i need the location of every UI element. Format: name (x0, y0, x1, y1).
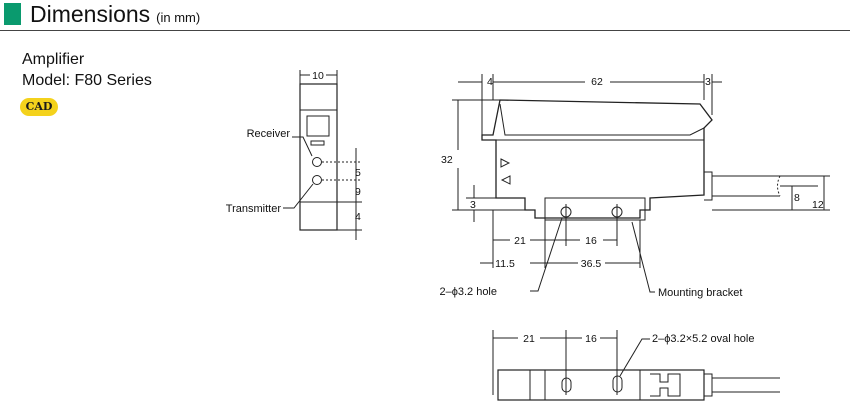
oval-hole-1 (561, 377, 572, 393)
section-accent-bar (4, 3, 21, 25)
oval-hole-leader (619, 338, 650, 377)
cad-download-badge[interactable]: CAD (20, 98, 58, 116)
oval-hole-label: 2–ϕ3.2×5.2 oval hole (652, 333, 755, 345)
bottom-view-dimensions: 21 16 (492, 330, 618, 395)
bottom-view: 21 16 2–ϕ3.2×5.2 oval hole (492, 330, 780, 401)
transmitter-label: Transmitter (226, 203, 282, 215)
cable-dimensions: 8 12 (712, 175, 830, 211)
product-model: Model: F80 Series (22, 72, 152, 89)
side-dim-11-5: 11.5 (495, 258, 515, 270)
side-view: 4 62 3 32 3 8 12 (439, 74, 830, 299)
front-view-body (299, 83, 338, 231)
front-dim-4: 4 (355, 211, 361, 223)
side-height-dimensions: 32 3 (441, 99, 525, 222)
cable-dim-8: 8 (794, 192, 800, 204)
bottom-dim-21: 21 (523, 333, 535, 345)
cable-break (777, 175, 781, 197)
side-dim-36-5: 36.5 (581, 258, 602, 270)
side-dim-32: 32 (441, 154, 453, 166)
side-bottom-dimensions: 21 16 11.5 36.5 (480, 210, 641, 270)
front-height-dimensions: 5 9 4 (322, 148, 362, 240)
cable-gland (704, 171, 713, 201)
receiver-leader (292, 136, 313, 157)
front-view: 10 5 9 4 Receiver Transmitter (226, 70, 362, 240)
side-dim-3-right: 3 (705, 76, 711, 88)
front-view-display (306, 115, 330, 137)
bottom-view-gland (704, 373, 713, 397)
header-rule (0, 30, 850, 31)
mounting-bracket-label: Mounting bracket (658, 287, 742, 299)
transmitter-leader (283, 183, 314, 209)
side-view-arrow-left (500, 175, 511, 185)
side-view-body (481, 99, 713, 219)
mounting-bracket-shape (544, 197, 646, 221)
side-dim-3-bottom: 3 (470, 199, 476, 211)
front-width-dim-text: 10 (312, 70, 324, 82)
side-dim-21: 21 (514, 235, 526, 247)
hole-leader (530, 217, 563, 292)
side-dim-62: 62 (591, 76, 603, 88)
side-view-cover-edge (499, 103, 705, 136)
bracket-leader (631, 221, 655, 293)
oval-hole-2 (612, 375, 623, 393)
front-view-indicator (310, 140, 325, 146)
side-dim-4: 4 (487, 76, 493, 88)
front-width-dimension: 10 (299, 70, 338, 84)
hole-label: 2–ϕ3.2 hole (439, 286, 497, 298)
side-top-dimensions: 4 62 3 (458, 74, 722, 135)
bottom-dim-16: 16 (585, 333, 597, 345)
product-category: Amplifier (22, 51, 85, 68)
side-dim-16: 16 (585, 235, 597, 247)
section-header: Dimensions(in mm) (0, 0, 850, 32)
front-dim-5: 5 (355, 167, 361, 179)
transmitter-window (312, 175, 322, 185)
bottom-view-latch (650, 373, 681, 397)
side-view-arrow-right (500, 158, 511, 168)
receiver-label: Receiver (247, 128, 291, 140)
bottom-view-body (497, 369, 705, 401)
front-dim-9: 9 (355, 186, 361, 198)
receiver-window (312, 157, 322, 167)
section-subtitle: (in mm) (156, 10, 201, 25)
section-title: Dimensions(in mm) (30, 1, 201, 27)
cable-dim-12: 12 (812, 199, 824, 211)
